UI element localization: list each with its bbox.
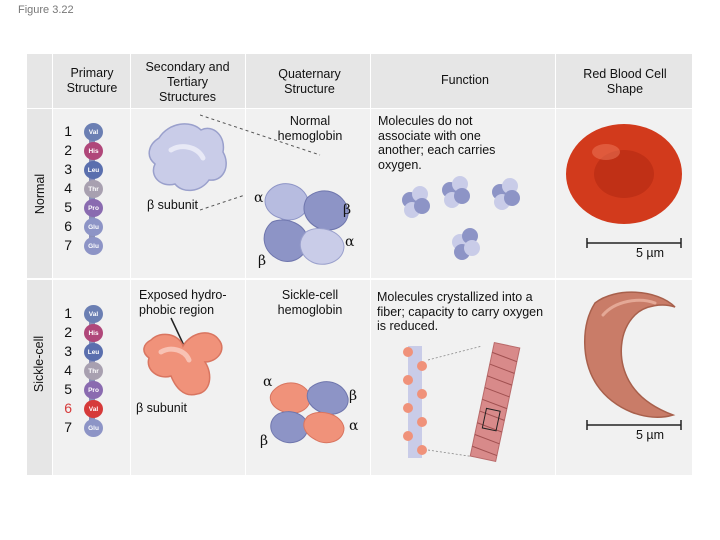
normal-scale-label: 5 µm xyxy=(636,246,665,260)
sickle-function-text: Molecules crystallized into a fiber; cap… xyxy=(377,290,544,333)
residue-bead: Thr xyxy=(84,362,103,380)
residue-bead: Pro xyxy=(84,199,103,217)
row-label-normal: Normal xyxy=(33,173,47,215)
sickle-alpha-label-2: α xyxy=(349,418,359,434)
residue-number: 5 xyxy=(64,381,72,397)
normal-beta-subunit-shape xyxy=(148,123,227,192)
divider xyxy=(245,54,246,475)
normal-hemoglobin-tetramer xyxy=(263,183,349,265)
divider xyxy=(52,54,53,475)
mutant-residue-number: 6 xyxy=(64,400,72,416)
sickle-scale-bar xyxy=(586,420,682,430)
residue-number: 1 xyxy=(64,123,72,139)
residue-number: 3 xyxy=(64,343,72,359)
residue-number: 3 xyxy=(64,161,72,177)
normal-zoom-lines xyxy=(200,114,321,211)
header-function: Function xyxy=(441,73,489,87)
divider xyxy=(130,54,131,475)
header-quaternary: Quaternary Structure xyxy=(278,67,341,96)
row-label-column xyxy=(27,54,52,475)
residue-bead: Glu xyxy=(84,218,103,236)
sickle-subunit-label: β subunit xyxy=(136,401,187,415)
beta-label-2: β xyxy=(258,253,267,269)
residue-number: 7 xyxy=(64,237,72,253)
residue-bead: Thr xyxy=(84,180,103,198)
mutant-residue-bead: Val xyxy=(84,400,103,418)
divider xyxy=(555,54,556,475)
residue-bead: Glu xyxy=(84,419,103,437)
residue-bead: Pro xyxy=(84,381,103,399)
residue-bead: Glu xyxy=(84,237,103,255)
residue-number: 1 xyxy=(64,305,72,321)
sickle-rbc-image xyxy=(584,291,676,419)
normal-hemoglobin-label: Normal hemoglobin xyxy=(277,114,343,143)
residue-number: 4 xyxy=(64,180,72,196)
sickle-beta-label-2: β xyxy=(260,433,269,449)
sickle-hemoglobin-label: Sickle-cell hemoglobin xyxy=(277,288,343,317)
residue-number: 2 xyxy=(64,142,72,158)
header-row xyxy=(52,54,692,109)
normal-rbc-image xyxy=(566,124,682,224)
sickle-beta-label-1: β xyxy=(349,388,358,404)
sickle-scale-label: 5 µm xyxy=(636,428,665,442)
residue-bead: His xyxy=(84,142,103,160)
normal-scale-bar xyxy=(586,238,682,248)
residue-number: 6 xyxy=(64,218,72,234)
alpha-label-2: α xyxy=(345,234,355,250)
normal-function-text: Molecules do not associate with one anot… xyxy=(378,114,496,172)
normal-molecules-illustration xyxy=(402,176,520,260)
residue-bead: His xyxy=(84,324,103,342)
sickle-alpha-label-1: α xyxy=(263,374,273,390)
residue-bead: Leu xyxy=(84,161,103,179)
beta-label-1: β xyxy=(343,202,352,218)
residue-bead: Val xyxy=(84,305,103,323)
header-secondary: Secondary and Tertiary Structures xyxy=(145,60,230,104)
divider xyxy=(370,54,371,475)
header-primary: Primary Structure xyxy=(66,66,118,95)
residue-number: 4 xyxy=(64,362,72,378)
primary-sequence-normal: 1 Val 2 His 3 Leu 4 Thr 5 Pro 6 Glu 7 Gl… xyxy=(60,123,120,263)
residue-number: 5 xyxy=(64,199,72,215)
header-rbc: Red Blood Cell Shape xyxy=(583,67,667,96)
exposed-region-label: Exposed hydro-phobic region xyxy=(139,288,227,317)
sickle-fiber-illustration xyxy=(403,341,521,463)
primary-sequence-sickle: 1 Val 2 His 3 Leu 4 Thr 5 Pro 6 Val 7 Gl… xyxy=(60,305,120,445)
residue-bead: Val xyxy=(84,123,103,141)
sickle-beta-subunit-shape xyxy=(143,317,223,396)
residue-bead: Leu xyxy=(84,343,103,361)
divider xyxy=(27,108,692,109)
figure-label: Figure 3.22 xyxy=(18,4,74,16)
residue-number: 7 xyxy=(64,419,72,435)
sickle-hemoglobin-tetramer xyxy=(269,381,349,444)
figure-panel xyxy=(27,54,692,475)
row-label-sickle: Sickle-cell xyxy=(32,335,46,393)
divider xyxy=(27,278,692,280)
alpha-label-1: α xyxy=(254,190,264,206)
normal-subunit-label: β subunit xyxy=(147,198,198,212)
residue-number: 2 xyxy=(64,324,72,340)
